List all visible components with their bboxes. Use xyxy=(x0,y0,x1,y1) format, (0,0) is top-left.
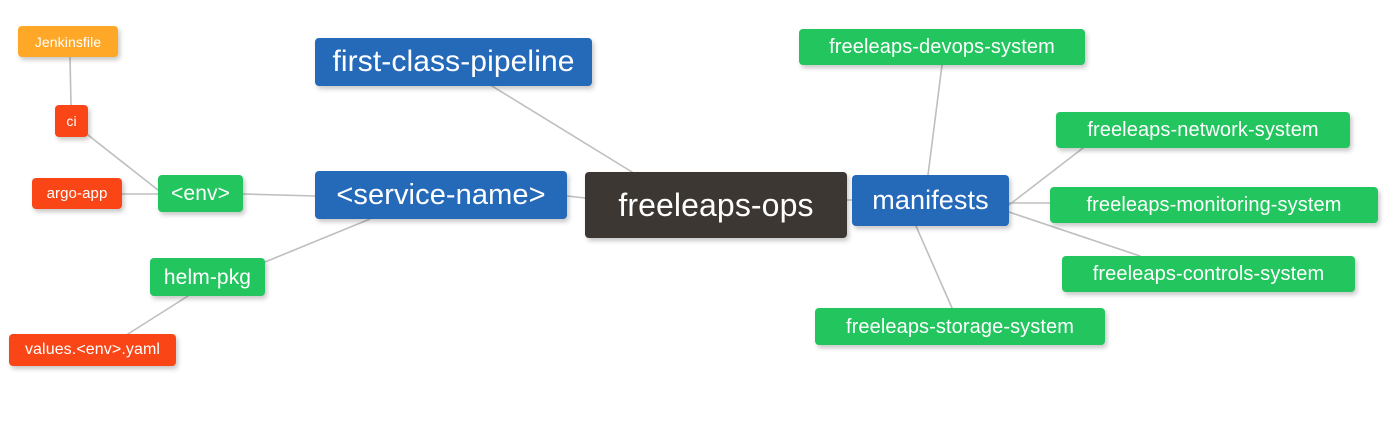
edge-first-class-pipeline-to-freeleaps-ops xyxy=(491,85,633,173)
edge-manifests-to-freeleaps-devops-system xyxy=(927,64,943,176)
node-label-env: <env> xyxy=(171,182,230,205)
edge-helm-pkg-to-values-env-yaml xyxy=(127,295,189,335)
node-ci[interactable]: ci xyxy=(55,105,88,137)
node-label-argo-app: argo-app xyxy=(46,185,108,202)
node-label-freeleaps-controls-system: freeleaps-controls-system xyxy=(1092,263,1325,285)
node-label-values-env-yaml: values.<env>.yaml xyxy=(24,341,161,358)
node-label-freeleaps-monitoring-system: freeleaps-monitoring-system xyxy=(1086,194,1342,216)
node-helm-pkg[interactable]: helm-pkg xyxy=(150,258,265,296)
node-manifests[interactable]: manifests xyxy=(852,175,1009,226)
edge-service-name-to-helm-pkg xyxy=(264,218,371,263)
node-label-freeleaps-network-system: freeleaps-network-system xyxy=(1087,119,1319,141)
node-label-freeleaps-ops: freeleaps-ops xyxy=(618,187,814,223)
node-freeleaps-monitoring-system[interactable]: freeleaps-monitoring-system xyxy=(1050,187,1378,223)
node-freeleaps-devops-system[interactable]: freeleaps-devops-system xyxy=(799,29,1085,65)
node-label-manifests: manifests xyxy=(872,185,989,215)
node-label-freeleaps-devops-system: freeleaps-devops-system xyxy=(829,36,1055,58)
edge-env-to-service-name xyxy=(242,193,316,197)
edge-jenkinsfile-to-ci xyxy=(69,56,72,106)
node-freeleaps-storage-system[interactable]: freeleaps-storage-system xyxy=(815,308,1105,345)
edge-service-name-to-freeleaps-ops xyxy=(566,195,586,199)
node-freeleaps-network-system[interactable]: freeleaps-network-system xyxy=(1056,112,1350,148)
node-values-env-yaml[interactable]: values.<env>.yaml xyxy=(9,334,176,366)
node-label-first-class-pipeline: first-class-pipeline xyxy=(332,45,575,78)
node-label-helm-pkg: helm-pkg xyxy=(163,265,252,289)
node-freeleaps-controls-system[interactable]: freeleaps-controls-system xyxy=(1062,256,1355,292)
node-label-freeleaps-storage-system: freeleaps-storage-system xyxy=(845,315,1075,338)
node-argo-app[interactable]: argo-app xyxy=(32,178,122,209)
node-freeleaps-ops[interactable]: freeleaps-ops xyxy=(585,172,847,238)
edge-manifests-to-freeleaps-storage-system xyxy=(915,225,953,309)
node-env[interactable]: <env> xyxy=(158,175,243,212)
node-service-name[interactable]: <service-name> xyxy=(315,171,567,219)
node-label-ci: ci xyxy=(66,113,77,129)
node-first-class-pipeline[interactable]: first-class-pipeline xyxy=(315,38,592,86)
node-label-service-name: <service-name> xyxy=(336,178,546,211)
node-jenkinsfile[interactable]: Jenkinsfile xyxy=(18,26,118,57)
node-label-jenkinsfile: Jenkinsfile xyxy=(34,33,102,50)
